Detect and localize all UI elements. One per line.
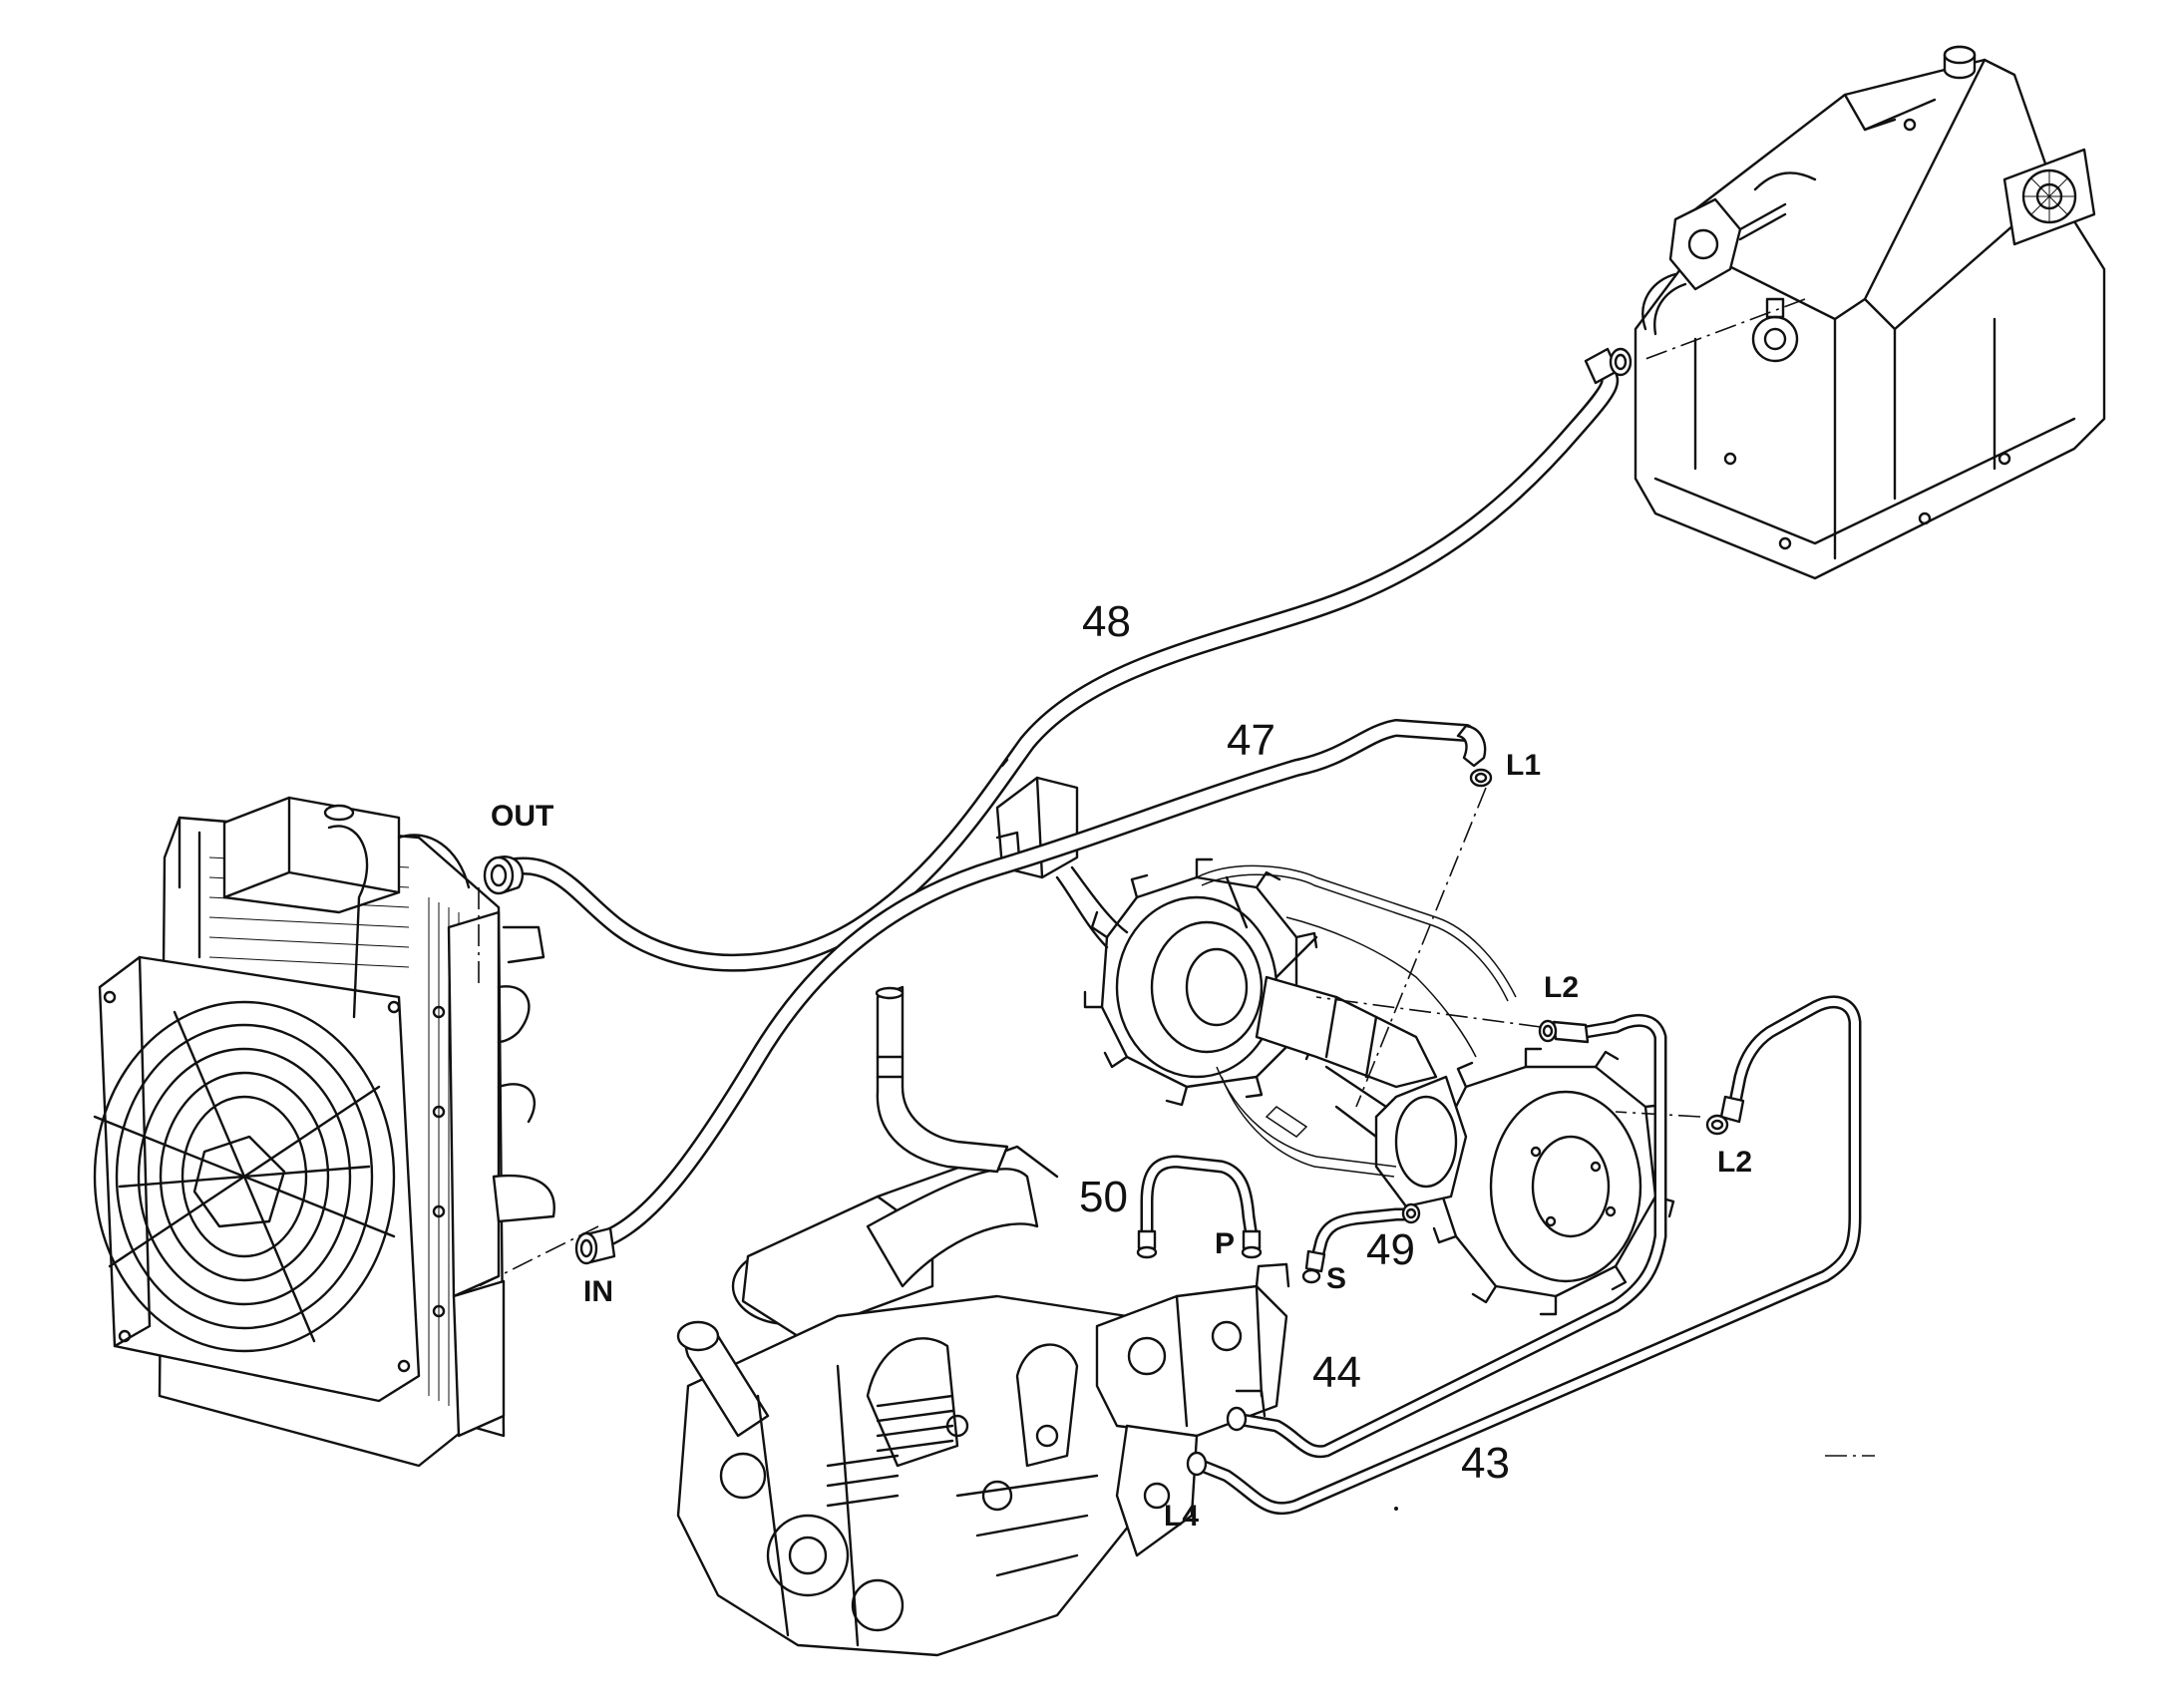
oil-cooler-radiator bbox=[93, 796, 555, 1468]
fan-guard bbox=[93, 1000, 396, 1353]
tank-valve-cluster bbox=[1641, 171, 1817, 336]
port-label-l4: L4 bbox=[1164, 1500, 1199, 1533]
port-label-l1: L1 bbox=[1506, 749, 1541, 782]
callout-43: 43 bbox=[1461, 1439, 1510, 1488]
hose-48 bbox=[483, 347, 1633, 972]
port-label-p: P bbox=[1215, 1227, 1235, 1260]
port-label-l2-upper: L2 bbox=[1544, 971, 1579, 1004]
hose-44 bbox=[1226, 1014, 1667, 1459]
hydraulic-pump bbox=[1095, 1262, 1290, 1557]
port-label-out: OUT bbox=[491, 800, 553, 833]
hose-43 bbox=[1186, 995, 1862, 1516]
travel-motor-upper bbox=[1083, 857, 1438, 1107]
hydraulic-tank bbox=[1634, 45, 2106, 580]
callout-49: 49 bbox=[1366, 1225, 1415, 1274]
travel-motor-lower bbox=[1324, 1047, 1675, 1316]
hose-49 bbox=[1301, 1202, 1421, 1284]
level-gauge bbox=[1751, 297, 1799, 363]
port-label-s: S bbox=[1326, 1262, 1346, 1295]
breather-filter bbox=[2002, 148, 2096, 246]
callout-48: 48 bbox=[1082, 597, 1131, 646]
hose-50 bbox=[1136, 1155, 1263, 1259]
port-label-l2-lower: L2 bbox=[1717, 1146, 1752, 1179]
callout-44: 44 bbox=[1312, 1348, 1361, 1397]
hose-47 bbox=[574, 719, 1493, 1265]
engine-assembly bbox=[676, 985, 1159, 1657]
callout-47: 47 bbox=[1227, 716, 1275, 765]
pilot-lines bbox=[1196, 864, 1517, 1178]
callout-50: 50 bbox=[1079, 1173, 1128, 1221]
port-label-in: IN bbox=[583, 1275, 613, 1308]
